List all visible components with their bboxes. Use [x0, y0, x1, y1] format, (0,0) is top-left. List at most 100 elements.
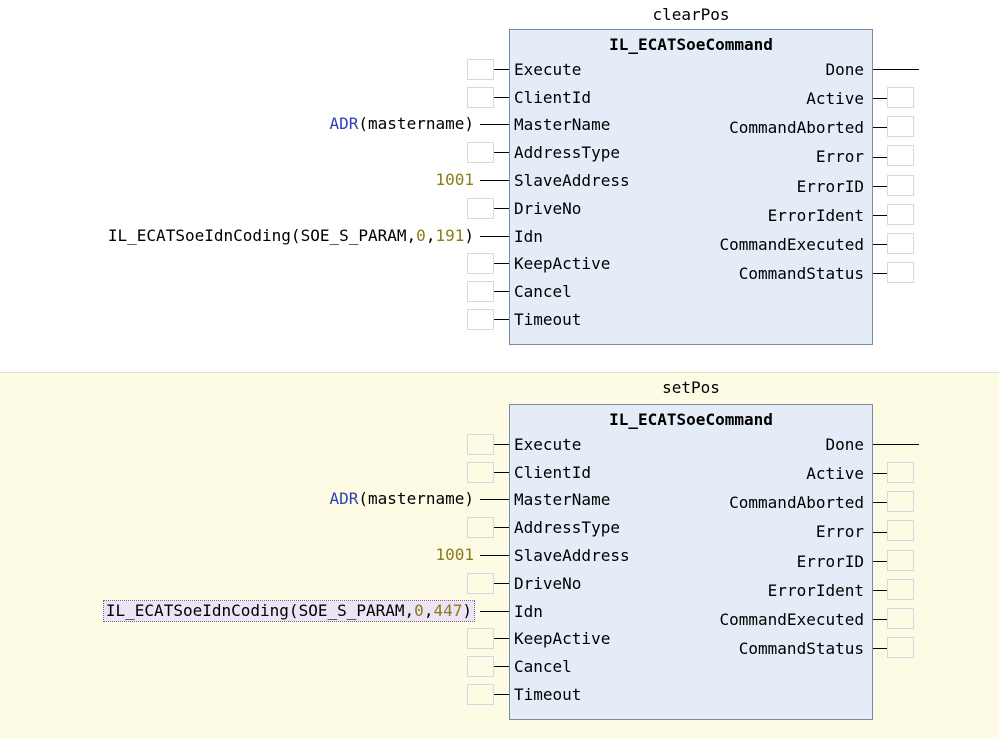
input-wire — [494, 208, 509, 209]
input-slot-cancel[interactable] — [467, 281, 494, 302]
output-wire — [873, 273, 887, 274]
input-wire — [480, 124, 509, 125]
idn-expression-selected[interactable]: IL_ECATSoeIdnCoding(SOE_S_PARAM,0,447) — [102, 600, 476, 622]
function-block[interactable]: IL_ECATSoeCommand Execute ClientId Maste… — [509, 29, 873, 345]
output-wire — [873, 473, 887, 474]
input-wire — [494, 97, 509, 98]
pin-idn: Idn — [514, 602, 543, 621]
input-slot-execute[interactable] — [467, 434, 494, 455]
function-block-type: IL_ECATSoeCommand — [609, 35, 773, 54]
output-slot-active[interactable] — [887, 87, 914, 108]
idn-expression[interactable]: IL_ECATSoeIdnCoding(SOE_S_PARAM,0,191) — [107, 226, 474, 245]
output-wire — [873, 648, 887, 649]
pin-driveno: DriveNo — [514, 199, 582, 218]
input-wire — [494, 69, 509, 70]
pin-execute: Execute — [514, 60, 582, 79]
input-wire — [494, 472, 509, 473]
output-wire — [873, 561, 887, 562]
pin-mastername: MasterName — [514, 115, 611, 134]
pin-mastername: MasterName — [514, 490, 611, 509]
input-slot-clientid[interactable] — [467, 462, 494, 483]
input-wire — [480, 555, 509, 556]
output-slot-error[interactable] — [887, 520, 914, 541]
output-slot-commandstatus[interactable] — [887, 262, 914, 283]
input-slot-addresstype[interactable] — [467, 142, 494, 163]
input-slot-addresstype[interactable] — [467, 517, 494, 538]
pin-errorid: ErrorID — [796, 177, 864, 196]
pin-timeout: Timeout — [514, 310, 582, 329]
pin-cancel: Cancel — [514, 657, 572, 676]
instance-name[interactable]: setPos — [662, 378, 720, 397]
input-wire — [494, 444, 509, 445]
pin-commandexecuted: CommandExecuted — [719, 235, 865, 254]
instance-name[interactable]: clearPos — [652, 5, 730, 24]
pin-execute: Execute — [514, 435, 582, 454]
input-slot-timeout[interactable] — [467, 309, 494, 330]
done-output-wire — [873, 69, 919, 70]
output-slot-errorid[interactable] — [887, 175, 914, 196]
output-slot-commandexecuted[interactable] — [887, 233, 914, 254]
output-slot-error[interactable] — [887, 145, 914, 166]
pin-keepactive: KeepActive — [514, 254, 611, 273]
pin-error: Error — [815, 522, 864, 541]
input-wire — [494, 319, 509, 320]
output-wire — [873, 98, 887, 99]
output-slot-commandaborted[interactable] — [887, 116, 914, 137]
output-wire — [873, 619, 887, 620]
function-block-type: IL_ECATSoeCommand — [609, 410, 773, 429]
pin-slaveaddress: SlaveAddress — [514, 546, 630, 565]
network-clearpos[interactable]: clearPos IL_ECATSoeCommand Execute Clien… — [0, 0, 999, 372]
input-slot-timeout[interactable] — [467, 684, 494, 705]
pin-idn: Idn — [514, 227, 543, 246]
pin-done: Done — [825, 435, 864, 454]
pin-commandstatus: CommandStatus — [738, 639, 864, 658]
output-slot-commandstatus[interactable] — [887, 637, 914, 658]
input-slot-keepactive[interactable] — [467, 628, 494, 649]
pin-slaveaddress: SlaveAddress — [514, 171, 630, 190]
pin-errorident: ErrorIdent — [767, 206, 864, 225]
pin-errorid: ErrorID — [796, 552, 864, 571]
input-slot-driveno[interactable] — [467, 573, 494, 594]
pin-done: Done — [825, 60, 864, 79]
output-wire — [873, 127, 887, 128]
output-slot-errorid[interactable] — [887, 550, 914, 571]
output-slot-active[interactable] — [887, 462, 914, 483]
output-wire — [873, 532, 887, 533]
input-wire — [480, 499, 509, 500]
slaveaddress-expression[interactable]: 1001 — [435, 170, 474, 189]
mastername-expression[interactable]: ADR(mastername) — [329, 489, 474, 508]
network-setpos[interactable]: setPos IL_ECATSoeCommand Execute ClientI… — [0, 372, 999, 739]
input-wire — [494, 638, 509, 639]
pin-active: Active — [806, 89, 864, 108]
input-slot-execute[interactable] — [467, 59, 494, 80]
input-slot-clientid[interactable] — [467, 87, 494, 108]
input-wire — [494, 666, 509, 667]
input-wire — [494, 291, 509, 292]
output-wire — [873, 186, 887, 187]
pin-commandstatus: CommandStatus — [738, 264, 864, 283]
output-wire — [873, 215, 887, 216]
mastername-expression[interactable]: ADR(mastername) — [329, 114, 474, 133]
function-block[interactable]: IL_ECATSoeCommand Execute ClientId Maste… — [509, 404, 873, 720]
pin-active: Active — [806, 464, 864, 483]
pin-addresstype: AddressType — [514, 518, 620, 537]
output-slot-errorident[interactable] — [887, 204, 914, 225]
input-slot-driveno[interactable] — [467, 198, 494, 219]
input-wire — [494, 694, 509, 695]
output-slot-commandaborted[interactable] — [887, 491, 914, 512]
output-slot-errorident[interactable] — [887, 579, 914, 600]
input-slot-keepactive[interactable] — [467, 253, 494, 274]
pin-commandaborted: CommandAborted — [729, 118, 864, 137]
input-slot-cancel[interactable] — [467, 656, 494, 677]
slaveaddress-expression[interactable]: 1001 — [435, 545, 474, 564]
input-wire — [494, 263, 509, 264]
pin-cancel: Cancel — [514, 282, 572, 301]
pin-clientid: ClientId — [514, 88, 592, 107]
input-wire — [480, 236, 509, 237]
output-slot-commandexecuted[interactable] — [887, 608, 914, 629]
output-wire — [873, 157, 887, 158]
done-output-wire — [873, 444, 919, 445]
pin-keepactive: KeepActive — [514, 629, 611, 648]
input-wire — [480, 180, 509, 181]
pin-addresstype: AddressType — [514, 143, 620, 162]
